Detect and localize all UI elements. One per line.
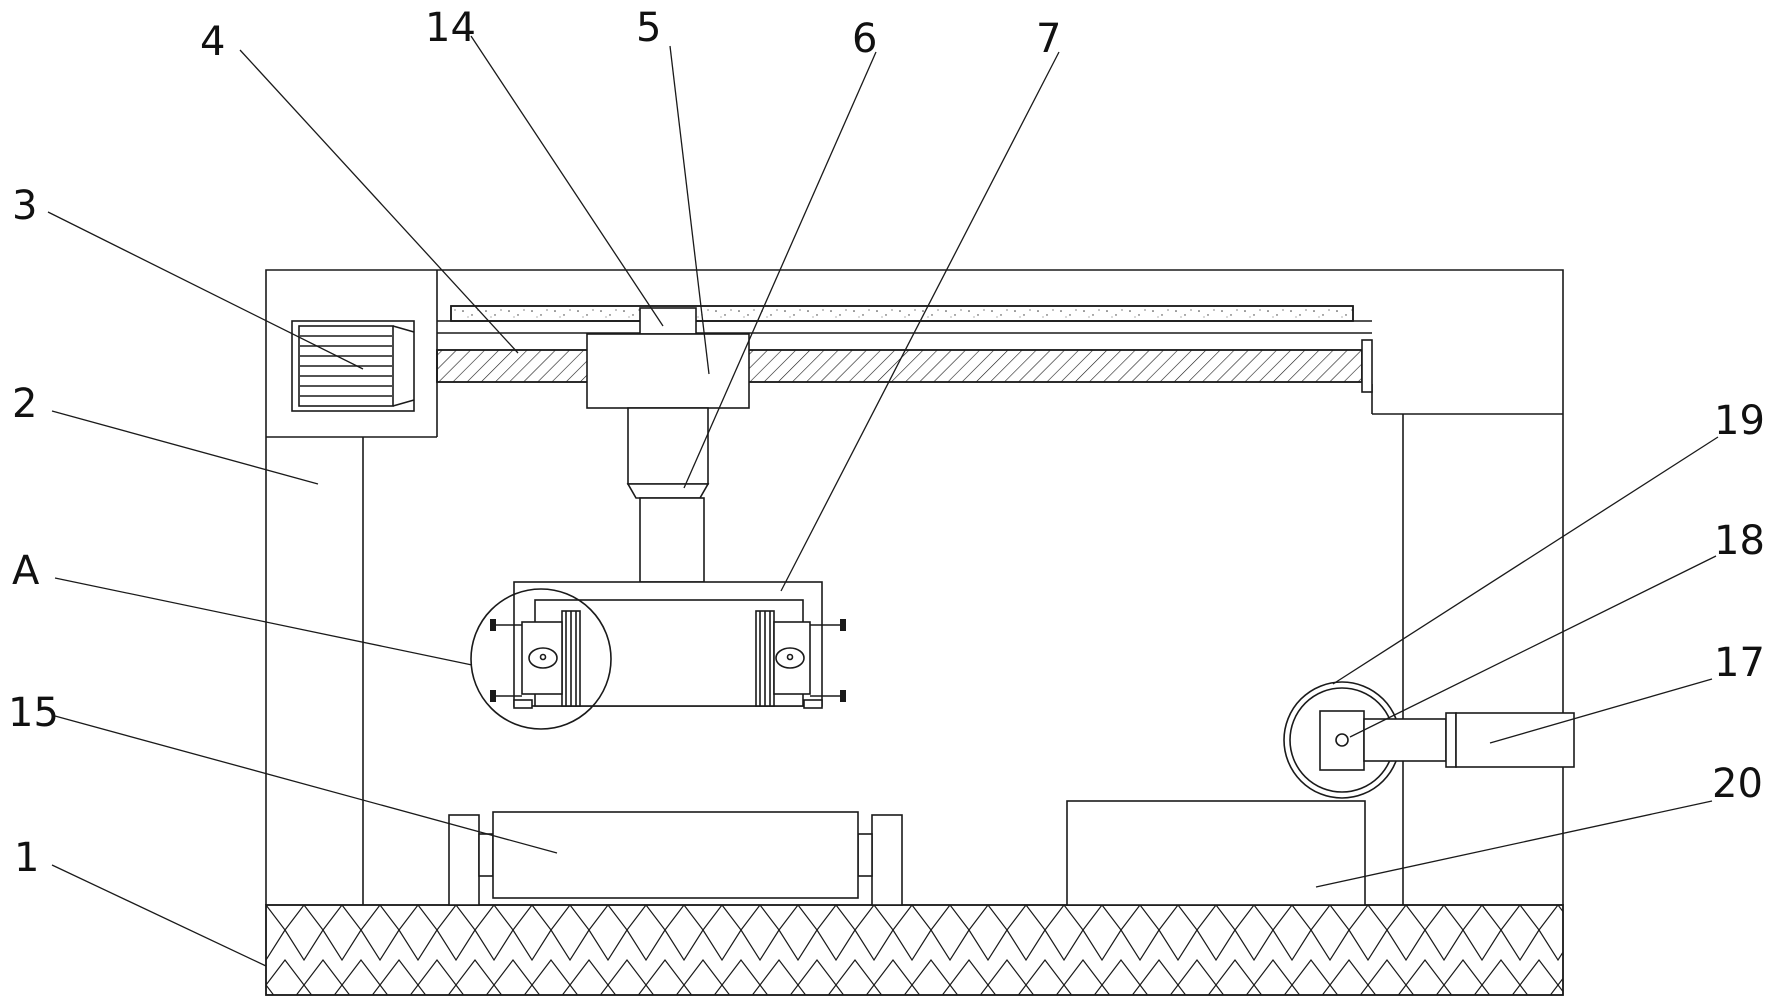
label-18: 18 [1714,518,1765,564]
label-15: 15 [8,690,59,736]
label-1: 1 [14,835,39,881]
label-a: A [12,548,40,594]
lead-screw [437,340,1372,392]
label-17: 17 [1714,640,1765,686]
label-7: 7 [1036,16,1061,62]
collection-box [1067,801,1365,905]
label-5: 5 [636,5,661,51]
motor [292,321,414,411]
upper-rail [437,306,1372,333]
label-6: 6 [852,16,877,62]
label-4: 4 [200,19,225,65]
telescopic-rod [628,408,708,582]
label-14: 14 [425,5,476,51]
label-2: 2 [12,381,37,427]
label-19: 19 [1714,398,1765,444]
label-3: 3 [12,183,37,229]
clamp-frame [490,582,846,708]
label-20: 20 [1712,761,1763,807]
base [266,905,1563,995]
drive-unit [1364,713,1574,767]
roller-conveyor [449,812,902,905]
slider-block [587,308,749,408]
